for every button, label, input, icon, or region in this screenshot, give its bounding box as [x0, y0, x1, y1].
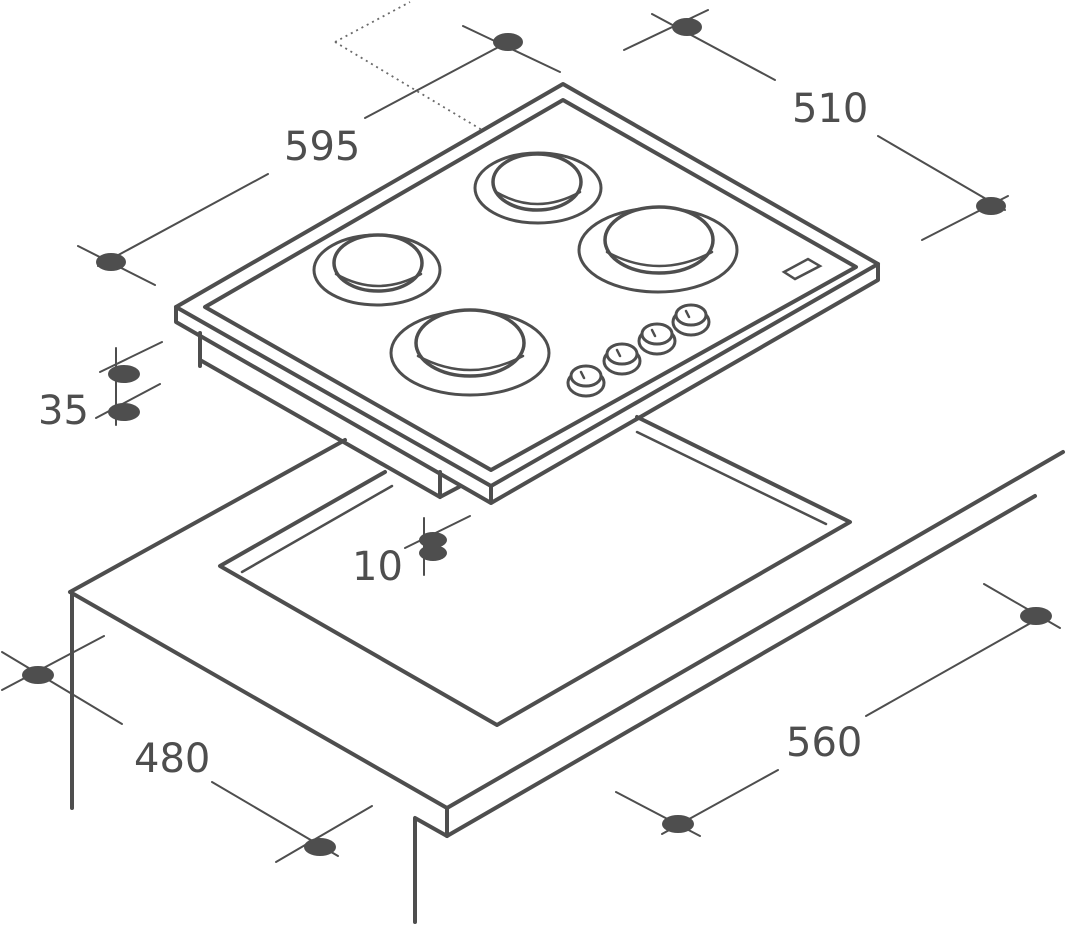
- hob-frame-outer: [174, 82, 880, 488]
- hob-control-slot: [781, 257, 823, 281]
- dim-510-label: 510: [792, 86, 868, 132]
- dim-35-tick-bottom: [95, 383, 161, 419]
- dim-35-dot-bottom: [108, 403, 140, 421]
- dim-560-line-a: [865, 619, 1037, 717]
- dim-595-line-a: [97, 173, 269, 267]
- dimension-35: 35: [38, 341, 163, 434]
- dim-35-label: 35: [38, 388, 89, 434]
- knob-1: [566, 364, 606, 398]
- dim-480-tick-left: [1, 635, 105, 691]
- burner-right: [577, 205, 739, 294]
- dimension-510: 510: [623, 9, 1009, 241]
- dim-480-line-a: [1, 651, 123, 725]
- dim-510-line-a: [651, 13, 776, 81]
- dim-510-tick-top: [623, 9, 709, 51]
- countertop-cutout: [218, 415, 852, 727]
- dimension-480: 480: [1, 635, 373, 863]
- dim-595-line-b: [364, 41, 509, 119]
- knob-2: [602, 342, 642, 376]
- dim-510-dot-bottom: [976, 197, 1006, 215]
- knob-3: [637, 322, 677, 356]
- hob: [174, 82, 880, 505]
- burner-top: [473, 151, 603, 225]
- dim-510-line-b: [877, 135, 1006, 211]
- hob-body-lower: [198, 358, 461, 499]
- burners: [312, 151, 739, 397]
- countertop: [68, 415, 1065, 924]
- dim-10-dot-top: [419, 532, 447, 548]
- countertop-front-edge: [445, 494, 1037, 838]
- dim-595-dot-bottom: [96, 253, 126, 271]
- dim-10-dot-bottom: [419, 545, 447, 561]
- hob-frame-thickness: [174, 262, 880, 505]
- hob-body: [198, 331, 442, 499]
- dim-35-dot-top: [108, 365, 140, 383]
- dim-480-dot-left: [22, 666, 54, 684]
- dim-595-extension: [334, 1, 483, 131]
- countertop-cutout-inner: [240, 430, 828, 574]
- dim-480-tick-right: [275, 805, 373, 863]
- dim-510-dot-top: [672, 18, 702, 36]
- dim-10-tick-top: [404, 515, 471, 549]
- hob-inner-panel: [203, 98, 858, 472]
- dim-35-tick-top: [99, 341, 163, 373]
- dim-595-label: 595: [284, 124, 360, 170]
- countertop-right-leg: [413, 816, 449, 924]
- dimension-10: 10: [352, 515, 471, 590]
- dim-10-label: 10: [352, 544, 403, 590]
- burner-front: [389, 308, 551, 397]
- control-knobs: [566, 303, 711, 398]
- dim-560-dot-bottom: [662, 815, 694, 833]
- dim-560-dot-top: [1020, 607, 1052, 625]
- dim-560-label: 560: [786, 720, 862, 766]
- dim-480-label: 480: [134, 736, 210, 782]
- dimension-560: 560: [615, 583, 1061, 837]
- dim-480-dot-right: [304, 838, 336, 856]
- knob-4: [671, 303, 711, 337]
- countertop-top-edge: [68, 438, 1065, 810]
- dim-595-dot-top: [493, 33, 523, 51]
- dimension-595: 595: [77, 1, 561, 286]
- burner-left: [312, 233, 442, 307]
